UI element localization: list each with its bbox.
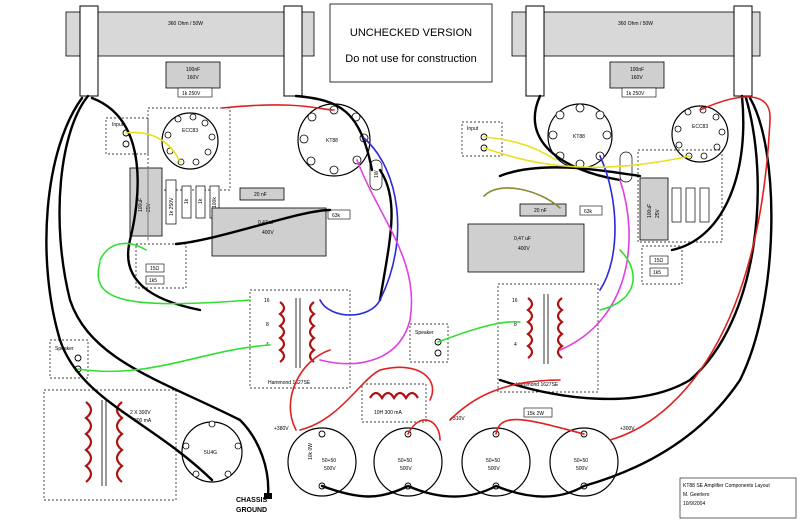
header-subtitle: Do not use for construction xyxy=(345,53,476,65)
svg-text:Input: Input xyxy=(112,122,124,128)
svg-text:ECC83: ECC83 xyxy=(182,128,198,134)
svg-text:1k: 1k xyxy=(184,198,190,204)
bias-cap-left: 100nF 160V 1k 250V xyxy=(165,61,221,98)
svg-text:10H 300 mA: 10H 300 mA xyxy=(374,410,402,416)
svg-text:20 nF: 20 nF xyxy=(254,192,267,198)
svg-text:1k 250V: 1k 250V xyxy=(626,91,645,97)
svg-text:0,47 uF: 0,47 uF xyxy=(514,236,531,242)
cap-20nf-left: 20 nF xyxy=(239,187,285,201)
svg-text:M. Geerlero: M. Geerlero xyxy=(683,492,710,498)
svg-text:100k: 100k xyxy=(212,197,218,208)
svg-text:+380V: +380V xyxy=(274,426,289,432)
svg-text:8: 8 xyxy=(266,322,269,328)
svg-text:GROUND: GROUND xyxy=(236,507,267,514)
svg-text:100uF: 100uF xyxy=(138,198,144,212)
ecc83-right: ECC83 xyxy=(637,105,729,243)
svg-text:63k: 63k xyxy=(332,213,341,219)
svg-text:50+50: 50+50 xyxy=(322,458,336,464)
header-title: UNCHECKED VERSION xyxy=(350,27,472,39)
svg-text:15Ω: 15Ω xyxy=(654,258,664,264)
svg-text:300 mA: 300 mA xyxy=(134,418,152,424)
svg-text:100uF: 100uF xyxy=(647,204,653,218)
svg-text:Input: Input xyxy=(467,126,479,132)
svg-text:15k 2W: 15k 2W xyxy=(527,411,544,417)
bias-cap-right: 100nF 160V 1k 250V xyxy=(609,61,665,98)
svg-text:4: 4 xyxy=(514,342,517,348)
svg-text:ECC83: ECC83 xyxy=(692,124,708,130)
kt88-right: KT88 xyxy=(547,103,613,169)
svg-text:1k: 1k xyxy=(198,198,204,204)
svg-text:Hammond 1627SE: Hammond 1627SE xyxy=(268,380,311,386)
svg-text:+310V: +310V xyxy=(450,416,465,422)
footer-title-block: KT88 SE Amplifier Components Layout M. G… xyxy=(679,477,797,519)
svg-text:10k 0W: 10k 0W xyxy=(308,443,314,460)
svg-text:5U4G: 5U4G xyxy=(204,450,217,456)
svg-text:1k5: 1k5 xyxy=(653,270,661,276)
svg-text:50+50: 50+50 xyxy=(574,458,588,464)
speaker-right: Speaker xyxy=(409,323,449,363)
cap-20nf-right: 20 nF xyxy=(519,203,567,217)
svg-text:2 X 300V: 2 X 300V xyxy=(130,410,151,416)
svg-text:KT88: KT88 xyxy=(573,134,585,140)
svg-text:500V: 500V xyxy=(400,466,412,472)
svg-text:50+50: 50+50 xyxy=(486,458,500,464)
svg-text:CHASSIS: CHASSIS xyxy=(236,497,267,504)
rectifier-tube: 5U4G xyxy=(181,420,243,483)
svg-text:63k: 63k xyxy=(584,209,593,215)
svg-text:15Ω: 15Ω xyxy=(150,266,160,272)
svg-text:160V: 160V xyxy=(631,75,643,81)
svg-text:KT88: KT88 xyxy=(326,138,338,144)
svg-text:Speaker: Speaker xyxy=(415,330,434,336)
wiring xyxy=(45,94,773,498)
coupling-cap-right: 0,47 uF 400V xyxy=(467,223,585,273)
filter-cap-4: 50+50 500V xyxy=(549,427,619,497)
power-transformer: 2 X 300V 300 mA xyxy=(43,389,177,501)
svg-text:1k5: 1k5 xyxy=(149,278,157,284)
output-transformer-left: 16 8 4 Hammond 1627SE xyxy=(249,289,351,389)
svg-text:160V: 160V xyxy=(187,75,199,81)
svg-text:1k 250V: 1k 250V xyxy=(182,91,201,97)
svg-text:20 nF: 20 nF xyxy=(534,208,547,214)
svg-text:8: 8 xyxy=(514,322,517,328)
svg-text:400V: 400V xyxy=(518,246,530,252)
resistor-1w-left: 1W xyxy=(369,159,383,191)
chassis-ground: CHASSIS GROUND xyxy=(236,493,272,514)
svg-text:500V: 500V xyxy=(324,466,336,472)
electrolytic-left: 100uF 25V xyxy=(129,167,163,237)
electrolytic-right: 100uF 25V 15Ω 1k5 xyxy=(639,177,710,285)
svg-text:100nF: 100nF xyxy=(186,67,200,73)
svg-text:25V: 25V xyxy=(655,208,661,218)
svg-text:16: 16 xyxy=(512,298,518,304)
svg-text:25V: 25V xyxy=(146,202,152,212)
resistor-63k-left: 63k xyxy=(327,209,351,220)
svg-text:500V: 500V xyxy=(576,466,588,472)
power-resistor-right-label: 360 Ohm / 50W xyxy=(618,21,653,27)
svg-text:16: 16 xyxy=(264,298,270,304)
power-resistor-left: 360 Ohm / 50W xyxy=(65,5,315,97)
resistor-1w-right xyxy=(619,151,633,183)
svg-text:50+50: 50+50 xyxy=(398,458,412,464)
choke: 10H 300 mA xyxy=(361,383,427,423)
svg-text:KT88 SE Amplifier Components L: KT88 SE Amplifier Components Layout xyxy=(683,483,770,489)
input-right: Input xyxy=(461,121,503,157)
svg-text:1W: 1W xyxy=(374,170,380,178)
power-resistor-left-label: 360 Ohm / 50W xyxy=(168,21,203,27)
svg-text:Hammond 1627SE: Hammond 1627SE xyxy=(516,382,559,388)
filter-cap-1: 10k 0W 50+50 500V xyxy=(287,427,357,497)
svg-text:+300V: +300V xyxy=(620,426,635,432)
header-box: UNCHECKED VERSION Do not use for constru… xyxy=(329,3,493,83)
input-left: Input xyxy=(105,117,149,155)
svg-text:10/9/2004: 10/9/2004 xyxy=(683,501,705,507)
power-resistor-right: 360 Ohm / 50W xyxy=(511,5,761,97)
svg-text:1k 250V: 1k 250V xyxy=(169,197,175,216)
svg-text:500V: 500V xyxy=(488,466,500,472)
small-resistors-left: 1k 250V 1k 1k 100k 15Ω 1k5 xyxy=(135,179,220,289)
resistor-63k-right: 63k xyxy=(579,205,603,216)
kt88-left: KT88 xyxy=(297,103,371,177)
svg-text:400V: 400V xyxy=(262,230,274,236)
svg-text:100nF: 100nF xyxy=(630,67,644,73)
psu-labels: +380V +310V +300V 15k 2W xyxy=(274,407,635,432)
